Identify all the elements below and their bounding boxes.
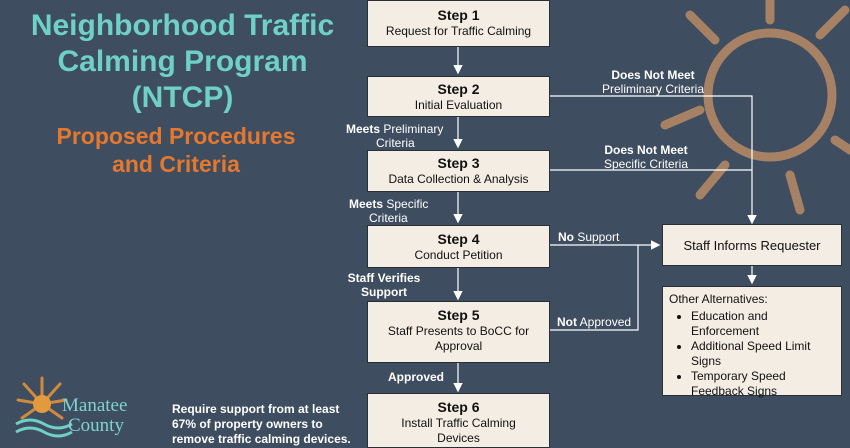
label-rest: Specific [383,197,429,211]
note-line: remove traffic calming devices. [172,432,351,446]
step-text: Conduct Petition [414,248,503,262]
alternative-text: Enforcement [691,324,760,338]
label-rest: Preliminary [380,122,444,136]
alternative-text: Feedback Signs [691,384,778,398]
label-staff-verifies: Staff Verifies Support [346,271,422,299]
label-does-not-meet-specific: Does Not Meet Specific Criteria [600,143,692,171]
label-text: Approved [388,370,445,384]
alternatives-heading: Other Alternatives: [669,292,768,306]
alternative-text: Temporary Speed [691,369,786,383]
county-logo-text: Manatee County [62,396,152,436]
step-text: Install Traffic Calming [401,416,516,430]
step-6-box: Step 6 Install Traffic Calming Devices [367,393,550,448]
label-line1: Does Not Meet [611,68,695,82]
step-label: Step 1 [437,7,480,23]
logo-line: County [68,415,124,436]
label-does-not-meet-prelim: Does Not Meet Preliminary Criteria [597,68,709,96]
step-label: Step 2 [437,81,480,97]
label-bold: Not [557,315,577,329]
step-5-box: Step 5 Staff Presents to BoCC for Approv… [367,301,550,363]
label-meets-specific: Meets Specific Criteria [349,197,428,225]
label-line2: Preliminary Criteria [601,82,705,96]
label-bold: Meets [346,122,381,136]
step-text: Request for Traffic Calming [385,24,532,38]
step-label: Step 5 [437,307,480,323]
other-alternatives-box: Other Alternatives: Education andEnforce… [662,286,842,399]
note-line: Require support from at least [172,402,340,416]
step-text: Approval [434,339,483,353]
label-line2: Specific Criteria [603,157,689,171]
label-rest: Approved [577,315,632,329]
title-line: Calming Program [57,45,308,78]
step-text: Devices [437,431,480,445]
step-text: Data Collection & Analysis [388,172,529,186]
label-not-approved: Not Approved [557,315,631,329]
step-label: Step 4 [437,231,480,247]
label-bold: No [558,230,574,244]
label-line1: Does Not Meet [604,143,688,157]
title-line: Neighborhood Traffic [30,9,335,42]
label-no-support: No Support [558,230,619,244]
label-rest: Support [574,230,620,244]
logo-line: Manatee [62,395,128,416]
subtitle-line: and Criteria [112,151,240,177]
removal-note: Require support from at least 67% of pro… [172,402,362,447]
county-logo-sun-icon [15,376,73,438]
step-label: Step 3 [437,155,480,171]
label-line2: Criteria [376,136,415,150]
step-text: Staff Presents to BoCC for [387,324,530,338]
staff-informs-text: Staff Informs Requester [683,238,821,253]
page-subtitle: Proposed Procedures and Criteria [0,122,352,178]
step-text: Initial Evaluation [414,98,503,112]
alternative-text: Education and [691,309,768,323]
step-2-box: Step 2 Initial Evaluation [367,76,550,117]
step-1-box: Step 1 Request for Traffic Calming [367,0,550,47]
label-approved: Approved [388,370,444,384]
step-4-box: Step 4 Conduct Petition [367,225,550,268]
alternative-text: Additional Speed Limit [691,339,811,353]
page-title: Neighborhood Traffic Calming Program (NT… [0,8,365,116]
title-line: (NTCP) [131,81,234,114]
label-line1: Staff Verifies [347,271,421,285]
label-meets-preliminary: Meets Preliminary Criteria [346,122,443,150]
alternative-text: Signs [691,354,722,368]
step-3-box: Step 3 Data Collection & Analysis [367,150,550,192]
note-line: 67% of property owners to [172,417,323,431]
staff-informs-box: Staff Informs Requester [662,224,842,266]
subtitle-line: Proposed Procedures [56,123,296,149]
label-bold: Meets [349,197,384,211]
label-line2: Criteria [369,211,408,225]
sun-decoration [660,0,850,215]
label-line2: Support [361,285,407,299]
step-label: Step 6 [437,399,480,415]
